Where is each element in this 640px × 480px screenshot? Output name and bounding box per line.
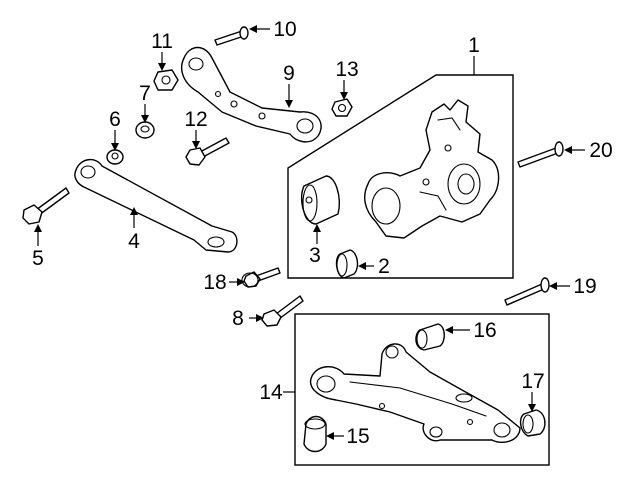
callout-17: 17 [521, 370, 544, 393]
lower-control-arm-14 [309, 343, 521, 444]
callout-18: 18 [203, 271, 226, 294]
bolt-19 [504, 277, 550, 306]
bolt-20 [517, 141, 564, 168]
nut-13 [331, 98, 353, 117]
bushing-15 [303, 415, 327, 453]
callout-3: 3 [309, 244, 321, 267]
callout-8: 8 [232, 307, 244, 330]
upper-arm-9 [180, 46, 322, 143]
callout-13: 13 [335, 58, 358, 81]
bolt-8 [261, 295, 304, 327]
callout-1: 1 [468, 34, 480, 57]
bushing-16 [415, 323, 445, 351]
callout-11: 11 [151, 30, 173, 53]
callout-16: 16 [473, 319, 496, 342]
knuckle [364, 99, 500, 239]
bolt-10 [214, 26, 249, 46]
callout-2: 2 [378, 255, 390, 278]
callout-20: 20 [589, 139, 612, 162]
nut-11 [153, 69, 179, 91]
bushing-17 [519, 409, 546, 437]
nut-6 [106, 149, 124, 165]
bushing-2 [335, 249, 359, 279]
lower-link-4 [74, 159, 238, 253]
callout-10: 10 [273, 18, 296, 41]
bushing-3 [300, 175, 340, 225]
callout-7: 7 [139, 82, 151, 105]
callout-4: 4 [128, 230, 140, 253]
callout-9: 9 [283, 62, 295, 85]
callout-15: 15 [346, 425, 369, 448]
callout-5: 5 [32, 247, 44, 270]
callout-12: 12 [184, 108, 207, 131]
bolt-18 [241, 267, 281, 288]
callout-6: 6 [109, 108, 121, 131]
bolt-5 [22, 187, 70, 225]
callout-19: 19 [573, 275, 596, 298]
lower-arm-assembly-frame [294, 313, 550, 466]
bolt-12 [185, 137, 230, 166]
callout-14: 14 [259, 381, 283, 404]
washer-7 [135, 121, 155, 139]
